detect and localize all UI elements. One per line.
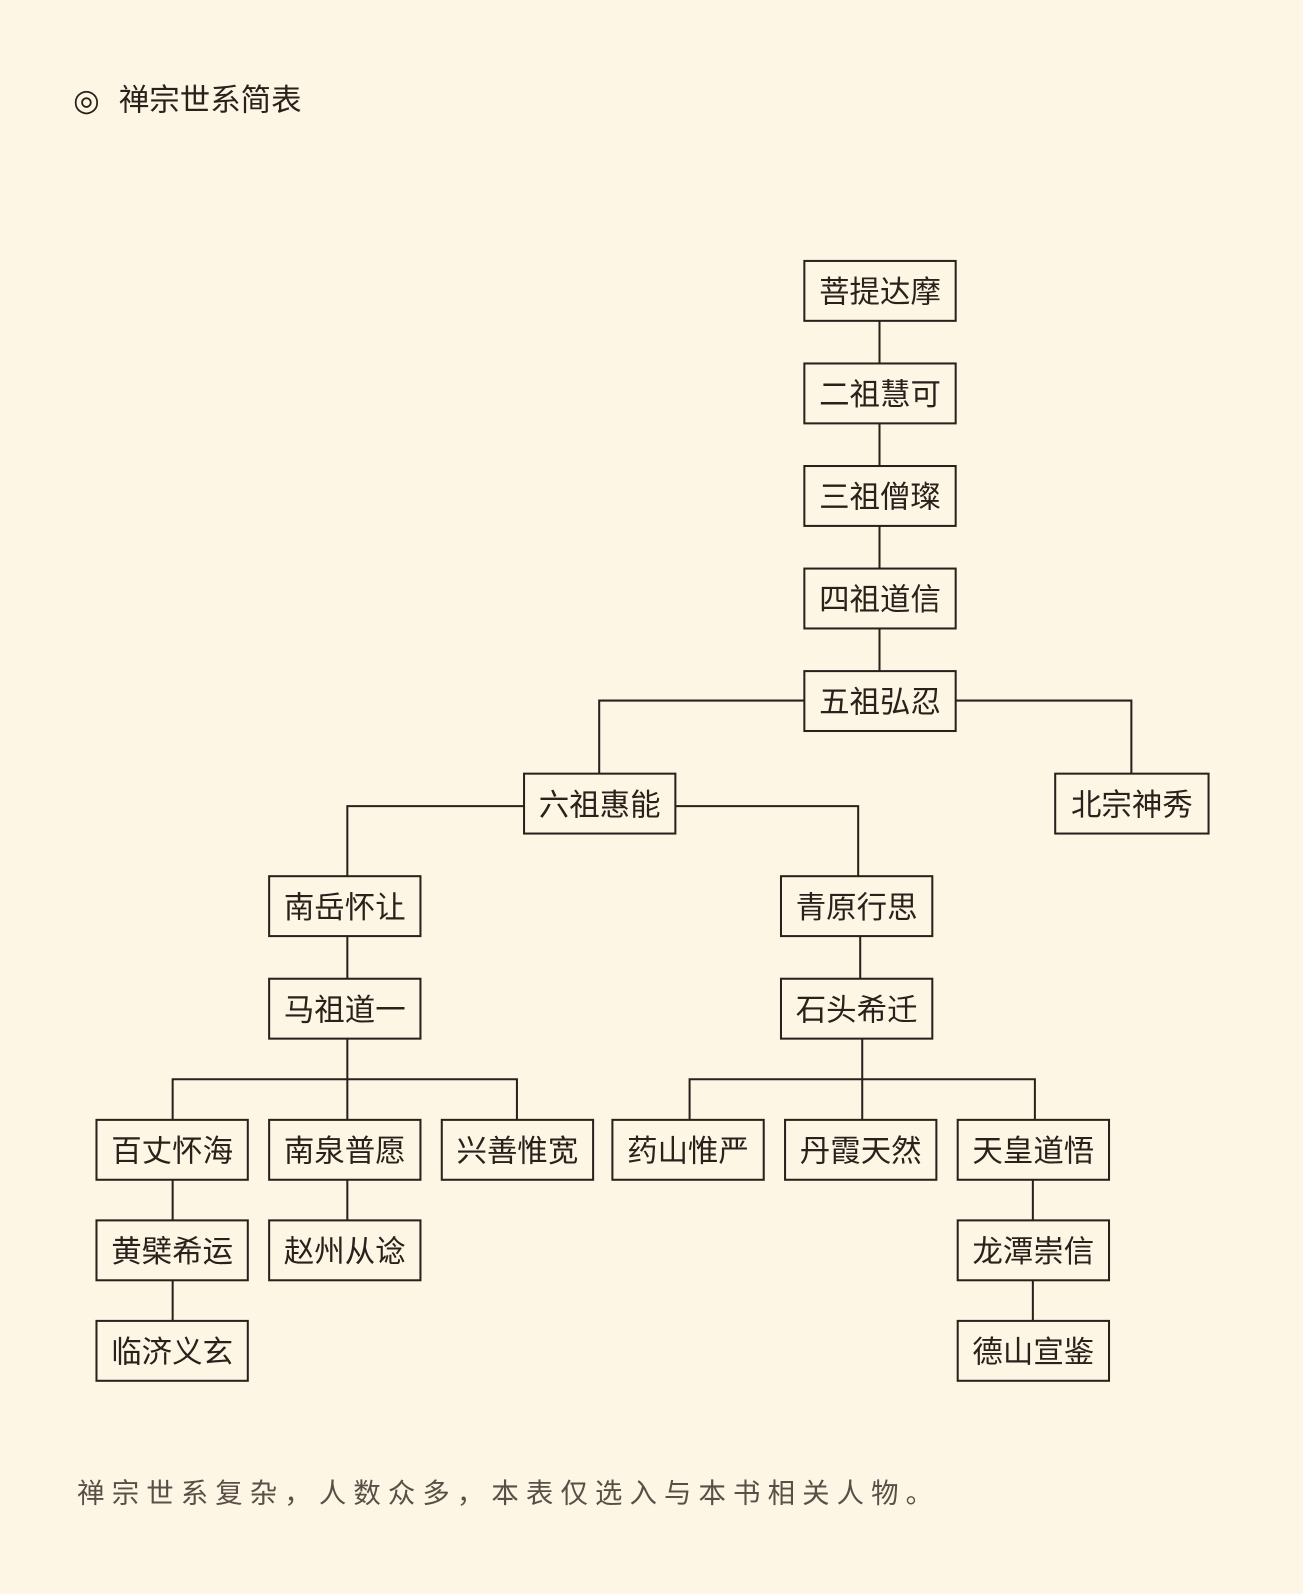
node-box: [95, 1319, 249, 1382]
node-label: 临济义玄: [111, 1336, 233, 1371]
connector: [346, 805, 860, 877]
node-xingsi: 青原行思: [779, 875, 934, 938]
node-label: 南岳怀让: [284, 891, 406, 926]
node-box: [803, 567, 957, 630]
node-deshan: 德山宣鉴: [956, 1319, 1111, 1382]
node-label: 四祖道信: [819, 583, 941, 618]
node-label: 石头希迁: [796, 993, 918, 1028]
connector: [598, 699, 1133, 774]
node-xingshan: 兴善惟宽: [440, 1118, 595, 1181]
node-box: [956, 1118, 1111, 1181]
node-box: [784, 1118, 938, 1181]
node-box: [956, 1219, 1111, 1282]
node-box: [779, 875, 934, 938]
node-huineng: 六祖惠能: [523, 772, 677, 835]
node-tianhuang: 天皇道悟: [956, 1118, 1111, 1181]
node-box: [268, 875, 422, 938]
node-longtan: 龙潭崇信: [956, 1219, 1111, 1282]
node-box: [803, 670, 957, 733]
footnote: 禅宗世系复杂，人数众多，本表仅选入与本书相关人物。: [77, 1479, 940, 1510]
node-sengcan: 三祖僧璨: [803, 465, 957, 527]
node-label: 赵州从谂: [284, 1235, 406, 1270]
node-label: 兴善惟宽: [457, 1134, 579, 1169]
node-label: 丹霞天然: [800, 1134, 922, 1169]
node-box: [803, 362, 957, 425]
node-label: 北宗神秀: [1071, 788, 1193, 823]
node-box: [268, 977, 422, 1040]
connector-lines: [171, 320, 1133, 1321]
title-marker-icon: ◎: [73, 84, 100, 119]
node-label: 青原行思: [796, 891, 918, 926]
node-box: [1054, 772, 1210, 835]
node-box: [611, 1118, 765, 1181]
node-danxia: 丹霞天然: [784, 1118, 938, 1181]
node-label: 五祖弘忍: [819, 686, 941, 721]
connector: [688, 1038, 1036, 1120]
node-yaoshan: 药山惟严: [611, 1118, 765, 1181]
node-daoxin: 四祖道信: [803, 567, 957, 630]
node-shenxiu: 北宗神秀: [1054, 772, 1210, 835]
connector: [171, 1179, 1034, 1321]
node-label: 百丈怀海: [111, 1134, 233, 1169]
node-huangbo: 黄檗希运: [95, 1219, 249, 1282]
node-box: [956, 1319, 1111, 1382]
node-box: [803, 465, 957, 527]
node-nanquan: 南泉普愿: [268, 1118, 422, 1181]
node-linji: 临济义玄: [95, 1319, 249, 1382]
node-label: 南泉普愿: [284, 1134, 406, 1169]
node-box: [95, 1118, 249, 1181]
node-box: [95, 1219, 249, 1282]
node-box: [803, 259, 957, 322]
node-label: 德山宣鉴: [972, 1336, 1094, 1371]
node-huike: 二祖慧可: [803, 362, 957, 425]
node-box: [779, 977, 934, 1040]
connector: [171, 1038, 518, 1120]
node-hongren: 五祖弘忍: [803, 670, 957, 733]
node-label: 菩提达摩: [819, 276, 941, 311]
node-box: [268, 1118, 422, 1181]
node-label: 二祖慧可: [819, 378, 941, 413]
node-zhaozhou: 赵州从谂: [268, 1219, 422, 1282]
node-label: 黄檗希运: [111, 1235, 233, 1270]
node-shitou: 石头希迁: [779, 977, 934, 1040]
node-label: 六祖惠能: [539, 788, 661, 823]
node-bodhidharma: 菩提达摩: [803, 259, 957, 322]
node-label: 药山惟严: [627, 1134, 749, 1169]
node-label: 马祖道一: [284, 993, 406, 1028]
node-baizhang: 百丈怀海: [95, 1118, 249, 1181]
node-label: 天皇道悟: [972, 1134, 1094, 1169]
node-box: [440, 1118, 595, 1181]
node-mazu: 马祖道一: [268, 977, 422, 1040]
connector: [346, 936, 862, 979]
page-title: 禅宗世系简表: [119, 84, 302, 119]
node-huairang: 南岳怀让: [268, 875, 422, 938]
node-label: 三祖僧璨: [819, 481, 941, 516]
node-label: 龙潭崇信: [972, 1235, 1094, 1270]
node-box: [268, 1219, 422, 1282]
node-box: [523, 772, 677, 835]
